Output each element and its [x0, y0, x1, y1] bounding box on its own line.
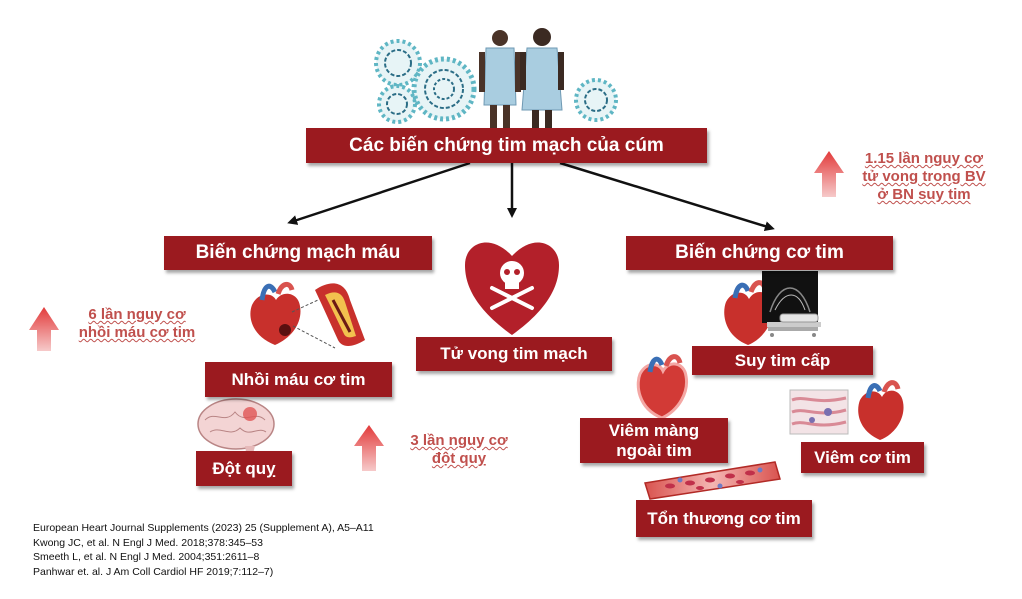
pericarditis-box: Viêm màng ngoài tim: [580, 418, 728, 463]
patient-figures: [479, 28, 564, 136]
flow-arrows: [287, 161, 775, 232]
up-arrow-hf: [814, 151, 844, 197]
mi-risk-text: 6 lần nguy cơ nhồi máu cơ tim: [78, 306, 196, 341]
artery-plaque-icon: [315, 283, 365, 346]
pericarditis-heart-icon: [636, 354, 689, 420]
ahf-label: Suy tim cấp: [734, 350, 831, 370]
references: European Heart Journal Supplements (2023…: [33, 521, 374, 579]
up-arrow-mi: [29, 307, 59, 351]
myocardial-injury-box: Tổn thương cơ tim: [636, 500, 812, 537]
ahf-box: Suy tim cấp: [692, 346, 873, 375]
reference-item: European Heart Journal Supplements (2023…: [33, 522, 374, 534]
myocardial-title-box: Biến chứng cơ tim: [626, 236, 893, 270]
mi-heart-icon: [250, 282, 336, 349]
main-title: Các biến chứng tim mạch của cúm: [349, 134, 664, 156]
vascular-title: Biến chứng mạch máu: [195, 242, 401, 264]
cv-death-label: Tử vong tim mạch: [440, 344, 588, 364]
myocarditis-label: Viêm cơ tim: [814, 447, 911, 467]
myocarditis-box: Viêm cơ tim: [801, 442, 924, 473]
reference-item: Panhwar et. al. J Am Coll Cardiol HF 201…: [33, 565, 274, 578]
myocardial-injury-label: Tổn thương cơ tim: [647, 508, 801, 528]
hf-risk-text: 1.15 lần nguy cơ tử vong trong BV ở BN s…: [862, 150, 986, 203]
stroke-label: Đột quỵ: [212, 458, 276, 478]
risk-up-arrows: [29, 151, 844, 471]
reference-item: Kwong JC, et al. N Engl J Med. 2018;378:…: [33, 536, 263, 549]
death-heart-icon: [465, 242, 559, 335]
stroke-risk-text: 3 lần nguy cơ đột quỵ: [410, 432, 508, 467]
brain-icon: [197, 398, 275, 458]
blood-vessel-icon: [644, 461, 781, 500]
myocarditis-icon: [789, 380, 904, 440]
main-title-box: Các biến chứng tim mạch của cúm: [306, 128, 707, 163]
myocardial-title: Biến chứng cơ tim: [675, 242, 844, 264]
vascular-title-box: Biến chứng mạch máu: [164, 236, 432, 270]
mi-box: Nhồi máu cơ tim: [205, 362, 392, 397]
reference-item: Smeeth L, et al. N Engl J Med. 2004;351:…: [33, 551, 260, 563]
cv-death-box: Tử vong tim mạch: [416, 337, 612, 371]
up-arrow-stroke: [354, 425, 384, 471]
mi-label: Nhồi máu cơ tim: [231, 369, 366, 389]
pericarditis-label: Viêm màng ngoài tim: [608, 420, 700, 460]
acute-heart-failure-icon: [724, 271, 821, 345]
virus-icons: [374, 39, 618, 124]
stroke-box: Đột quỵ: [196, 451, 292, 486]
